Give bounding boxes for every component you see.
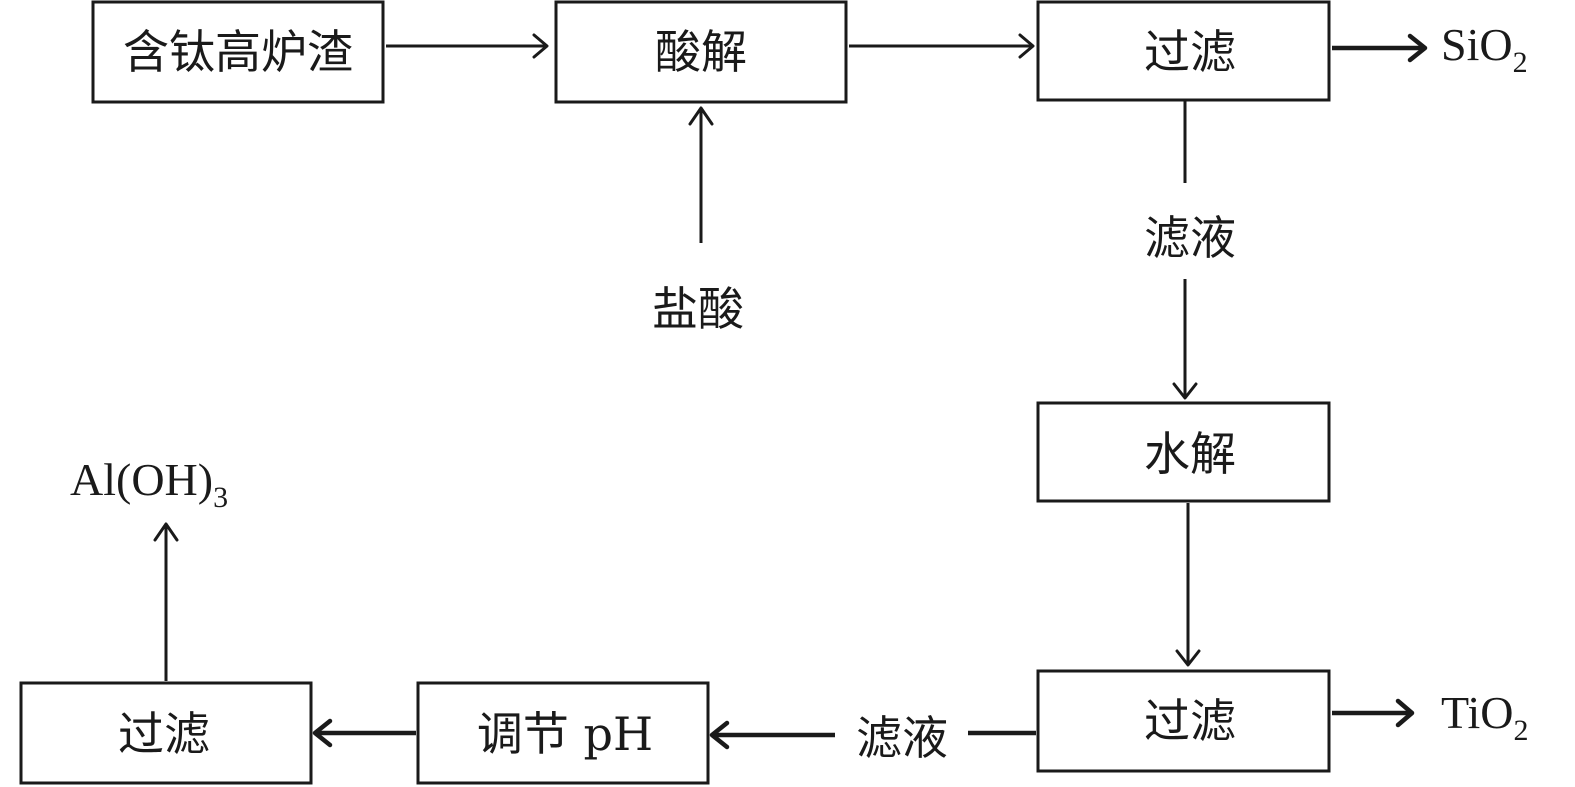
product-sio2-sub: 2 (1513, 46, 1528, 79)
label-filtrate-2: 滤液 (856, 711, 948, 765)
arrow-filtrate-to-adjust-ph (709, 720, 835, 750)
node-filter-2-label: 过滤 (1144, 694, 1236, 748)
product-sio2: SiO2 (1441, 19, 1528, 79)
arrow-hydrolysis-to-filter-2 (1175, 503, 1201, 667)
node-hydrolysis: 水解 (1036, 401, 1331, 503)
label-hydrochloric-acid: 盐酸 (652, 282, 744, 336)
product-sio2-base: SiO (1441, 19, 1513, 70)
arrow-hcl-to-acid-leach (688, 106, 714, 243)
arrow-filter-2-to-tio2 (1332, 698, 1415, 728)
node-adjust-ph: 调节 pH (416, 681, 710, 785)
node-filter-3-label: 过滤 (118, 707, 210, 761)
node-slag-label: 含钛高炉渣 (123, 25, 353, 79)
product-aloh3-base: Al(OH) (70, 454, 213, 505)
product-aloh3: Al(OH)3 (70, 454, 228, 514)
node-filter-1: 过滤 (1036, 0, 1331, 102)
node-filter-1-label: 过滤 (1144, 25, 1236, 79)
arrow-slag-to-acid-leach (386, 33, 549, 59)
product-tio2-base: TiO (1441, 687, 1513, 738)
arrow-acid-leach-to-filter-1 (849, 33, 1035, 59)
node-acid-leach-label: 酸解 (655, 25, 747, 79)
product-tio2-sub: 2 (1513, 714, 1528, 747)
label-filtrate-1: 滤液 (1144, 211, 1236, 265)
node-slag: 含钛高炉渣 (91, 0, 385, 104)
arrow-filter-1-to-sio2 (1332, 33, 1428, 63)
node-filter-3: 过滤 (19, 681, 313, 785)
node-adjust-ph-label: 调节 pH (477, 707, 653, 761)
product-tio2: TiO2 (1441, 687, 1528, 747)
arrow-filter-3-to-aloh3 (153, 522, 179, 681)
arrow-filtrate-to-hydrolysis (1172, 279, 1198, 400)
node-hydrolysis-label: 水解 (1144, 427, 1236, 481)
node-filter-2: 过滤 (1036, 669, 1331, 773)
node-acid-leach: 酸解 (554, 0, 848, 104)
arrow-adjust-ph-to-filter-3 (312, 718, 416, 748)
product-aloh3-sub: 3 (213, 481, 228, 514)
